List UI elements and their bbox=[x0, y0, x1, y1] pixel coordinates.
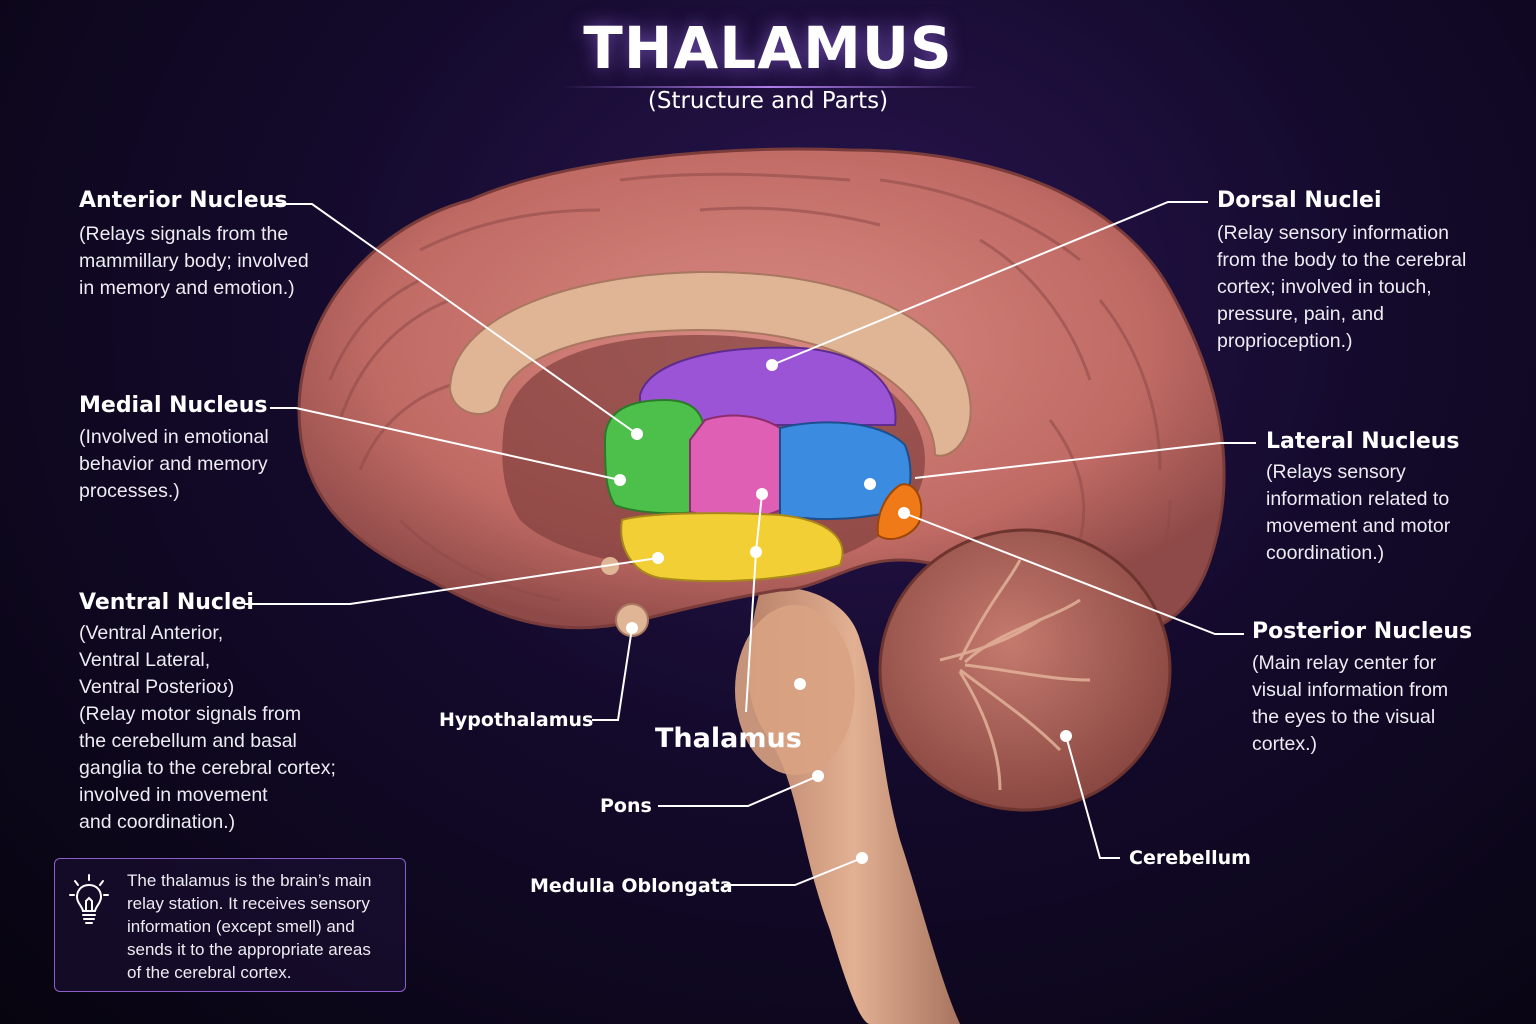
desc-medial-nucleus: (Involved in emotional behavior and memo… bbox=[79, 426, 269, 502]
desc-lateral-nucleus: (Relays sensory information related to m… bbox=[1266, 461, 1451, 564]
ventral-nuclei-shape bbox=[620, 512, 844, 583]
dot-thalamus bbox=[756, 488, 768, 500]
pituitary-shape bbox=[615, 603, 649, 637]
label-lateral-nucleus: Lateral Nucleus bbox=[1266, 429, 1460, 454]
dot-pons-2 bbox=[812, 770, 824, 782]
medial-nucleus-shape bbox=[689, 414, 781, 519]
dot-medulla bbox=[856, 852, 868, 864]
leader-medial bbox=[270, 407, 621, 481]
label-ventral-nuclei: Ventral Nuclei bbox=[79, 590, 254, 615]
info-text: The thalamus is the brain’s main relay s… bbox=[127, 871, 372, 982]
dot-lateral bbox=[864, 478, 876, 490]
dot-thalamus-2 bbox=[750, 546, 762, 558]
label-cerebellum: Cerebellum bbox=[1129, 847, 1251, 869]
leader-cerebellum bbox=[1065, 735, 1120, 859]
info-box: The thalamus is the brain’s main relay s… bbox=[54, 858, 406, 992]
leader-medulla bbox=[724, 857, 863, 886]
desc-dorsal-nuclei: (Relay sensory information from the body… bbox=[1217, 222, 1467, 352]
page-title: THALAMUS bbox=[583, 14, 953, 82]
dot-medial bbox=[614, 474, 626, 486]
dorsal-nuclei-shape bbox=[639, 346, 897, 426]
label-hypothalamus: Hypothalamus bbox=[439, 709, 594, 731]
label-medial-nucleus: Medial Nucleus bbox=[79, 393, 268, 418]
leader-pons bbox=[658, 775, 819, 807]
leader-posterior bbox=[903, 512, 1244, 635]
leader-ventral bbox=[244, 557, 659, 605]
desc-posterior-nucleus: (Main relay center for visual informatio… bbox=[1252, 652, 1449, 755]
dot-anterior bbox=[631, 428, 643, 440]
desc-ventral-nuclei: (Ventral Anterior, Ventral Lateral, Vent… bbox=[79, 622, 336, 833]
arbor-vitae bbox=[939, 559, 1091, 791]
corpus-callosum bbox=[448, 270, 972, 457]
leader-dots bbox=[614, 359, 1072, 864]
dot-cerebellum bbox=[1060, 730, 1072, 742]
leader-hypothalamus bbox=[592, 627, 633, 721]
dot-posterior bbox=[898, 507, 910, 519]
leader-dorsal bbox=[771, 201, 1208, 366]
pons-shape bbox=[735, 605, 855, 775]
desc-anterior-nucleus: (Relays signals from the mammillary body… bbox=[79, 223, 309, 299]
label-dorsal-nuclei: Dorsal Nuclei bbox=[1217, 188, 1382, 213]
label-medulla-oblongata: Medulla Oblongata bbox=[530, 875, 733, 897]
dot-ventral bbox=[652, 552, 664, 564]
cerebellum-shape bbox=[878, 528, 1172, 812]
dot-hypothalamus bbox=[626, 622, 638, 634]
leader-lateral bbox=[914, 442, 1256, 479]
label-anterior-nucleus: Anterior Nucleus bbox=[79, 188, 288, 213]
label-posterior-nucleus: Posterior Nucleus bbox=[1252, 619, 1473, 644]
dot-dorsal bbox=[766, 359, 778, 371]
leader-anterior bbox=[272, 203, 638, 435]
title-underline-glow bbox=[560, 86, 980, 88]
label-pons: Pons bbox=[600, 795, 652, 817]
label-thalamus: Thalamus bbox=[655, 723, 802, 754]
page-subtitle: (Structure and Parts) bbox=[647, 88, 889, 114]
lightbulb-icon bbox=[69, 874, 109, 924]
dot-pons bbox=[794, 678, 806, 690]
